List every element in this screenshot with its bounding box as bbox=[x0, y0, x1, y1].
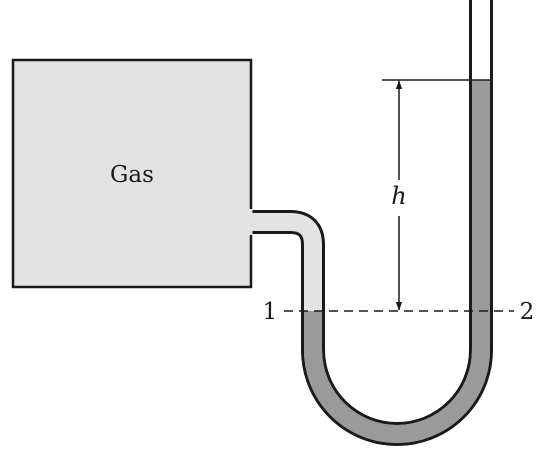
u-tube-gas-region bbox=[251, 0, 490, 443]
level-1-label: 1 bbox=[263, 299, 278, 325]
tank-label: Gas bbox=[110, 162, 154, 188]
gas-tank bbox=[11, 58, 253, 289]
height-label: h bbox=[391, 182, 406, 210]
level-2-label: 2 bbox=[520, 299, 535, 325]
manometer-liquid bbox=[304, 80, 490, 443]
